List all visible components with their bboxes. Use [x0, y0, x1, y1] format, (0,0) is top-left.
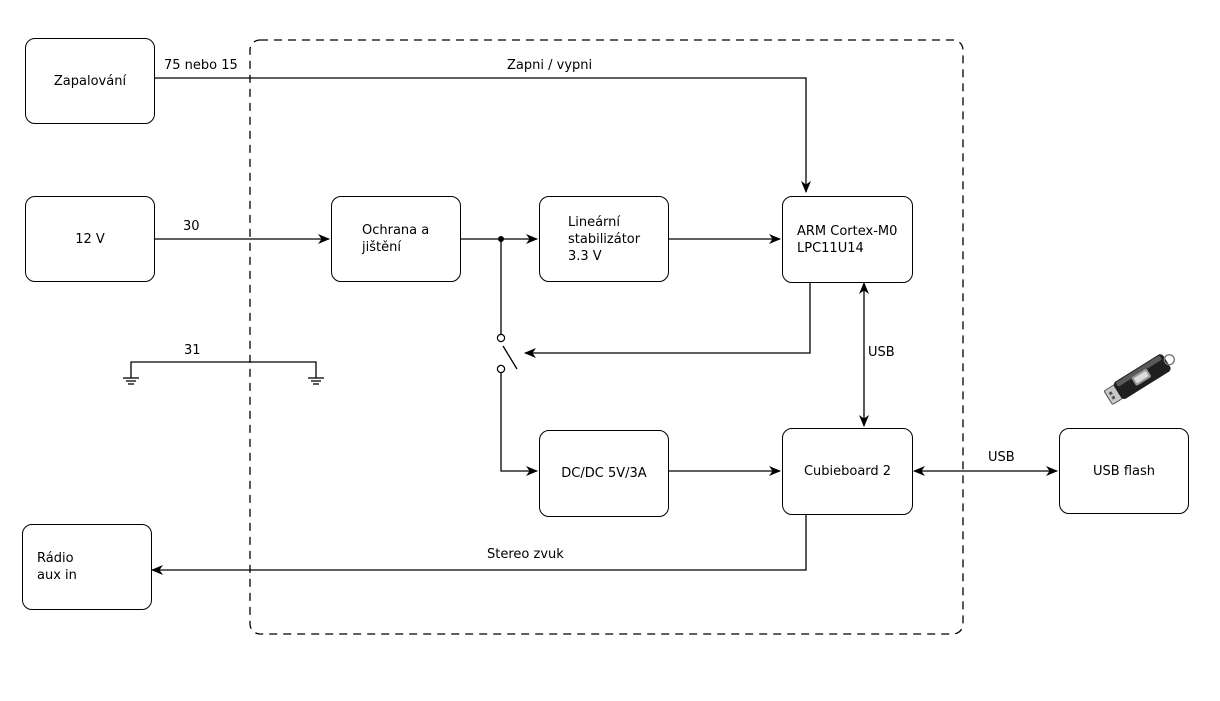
usb-flash-drive-icon: [1104, 353, 1176, 405]
protection-block: Ochrana a jištění: [331, 196, 461, 282]
cubieboard-to-radio-line: [151, 515, 807, 575]
terminal-75-15-label: 75 nebo 15: [164, 58, 238, 73]
mcu-to-switch-line: [524, 282, 811, 358]
switch-blade: [502, 345, 518, 370]
dcdc-block: DC/DC 5V/3A: [539, 430, 669, 517]
stereo-audio-label: Stereo zvuk: [487, 547, 564, 562]
ground-connection: [123, 361, 324, 385]
protection-label: Ochrana a jištění: [362, 223, 430, 255]
mcu-label: ARM Cortex-M0 LPC11U14: [797, 223, 898, 256]
usb-mcu-label: USB: [868, 345, 895, 360]
switch-bottom-contact: [496, 364, 506, 374]
terminal-30-label: 30: [183, 219, 200, 234]
linear-regulator-block: Lineární stabilizátor 3.3 V: [539, 196, 669, 282]
usb-flash-block: USB flash: [1059, 428, 1189, 514]
cubieboard-block: Cubieboard 2: [782, 428, 913, 515]
usb-flash-label: USB flash: [1093, 463, 1155, 479]
terminal-31-label: 31: [184, 343, 201, 358]
power-switch-label: Zapni / vypni: [507, 58, 593, 73]
switch-top-contact: [496, 333, 506, 343]
supply-12v-block: 12 V: [25, 196, 155, 282]
usb-flash-link-label: USB: [988, 450, 1015, 465]
device-boundary: [249, 39, 964, 635]
radio-label: Rádio aux in: [37, 551, 77, 583]
mcu-block: ARM Cortex-M0 LPC11U14: [782, 196, 913, 283]
ignition-block: Zapalování: [25, 38, 155, 124]
supply-12v-label: 12 V: [75, 231, 105, 247]
switch-to-dcdc-line: [500, 373, 538, 476]
radio-block: Rádio aux in: [22, 524, 152, 610]
cubieboard-label: Cubieboard 2: [803, 464, 892, 479]
dcdc-label: DC/DC 5V/3A: [561, 466, 647, 481]
ignition-to-mcu-line: [155, 77, 811, 193]
ignition-label: Zapalování: [53, 73, 127, 89]
linear-regulator-label: Lineární stabilizátor 3.3 V: [568, 214, 641, 264]
